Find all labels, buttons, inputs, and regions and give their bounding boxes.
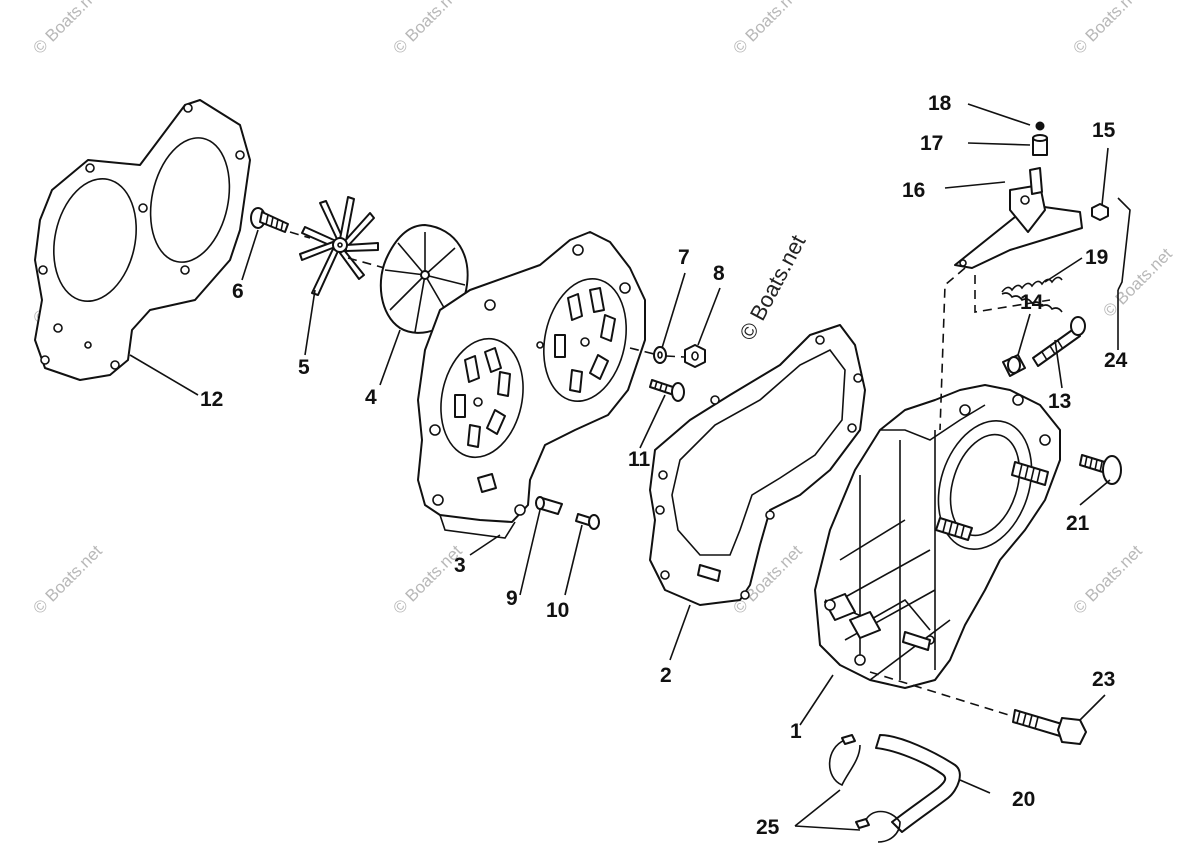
link-part-24 bbox=[1117, 197, 1131, 291]
bolt-part-23 bbox=[1012, 709, 1087, 745]
clamp-part-25 bbox=[828, 734, 901, 843]
copyright-label: © Boats.net bbox=[734, 231, 810, 345]
gasket-part-2 bbox=[649, 324, 866, 606]
cap-part-18 bbox=[1035, 121, 1045, 131]
callout-15: 15 bbox=[1092, 119, 1116, 142]
screw-part-13 bbox=[1032, 316, 1086, 367]
watermark: © Boats.net bbox=[29, 541, 106, 618]
callout-21: 21 bbox=[1066, 512, 1090, 535]
callout-10: 10 bbox=[546, 599, 569, 622]
callout-numbers: 1 2 3 4 5 6 7 8 9 10 11 12 13 14 15 16 1… bbox=[200, 92, 1128, 839]
callout-25: 25 bbox=[756, 816, 780, 839]
watermark: © Boats.net bbox=[29, 0, 106, 58]
callout-14: 14 bbox=[1020, 291, 1044, 314]
callout-1: 1 bbox=[790, 720, 802, 743]
nut-part-15 bbox=[1091, 203, 1109, 221]
callout-16: 16 bbox=[902, 179, 925, 202]
screw-part-6 bbox=[250, 207, 289, 233]
watermark: © Boats.net bbox=[389, 541, 466, 618]
screw-part-10 bbox=[575, 513, 600, 530]
nut-part-8 bbox=[684, 344, 706, 368]
washer-part-7 bbox=[653, 346, 667, 364]
callout-13: 13 bbox=[1048, 390, 1071, 413]
screw-part-21 bbox=[1079, 454, 1122, 485]
watermark: © Boats.net bbox=[389, 0, 466, 58]
impeller-part-5 bbox=[289, 196, 393, 296]
watermark: © Boats.net bbox=[1099, 244, 1176, 321]
pump-body-part-3 bbox=[417, 231, 646, 539]
screw-part-11 bbox=[649, 379, 685, 402]
callout-6: 6 bbox=[232, 280, 244, 303]
callout-20: 20 bbox=[1012, 788, 1035, 811]
callout-8: 8 bbox=[713, 262, 725, 285]
watermark: © Boats.net bbox=[729, 0, 806, 58]
callout-24: 24 bbox=[1104, 349, 1128, 372]
callout-11: 11 bbox=[628, 448, 651, 471]
watermark: © Boats.net bbox=[1069, 0, 1146, 58]
sleeve-part-9 bbox=[535, 496, 563, 515]
callout-5: 5 bbox=[298, 356, 310, 379]
callout-23: 23 bbox=[1092, 668, 1115, 691]
callout-9: 9 bbox=[506, 587, 518, 610]
callout-3: 3 bbox=[454, 554, 466, 577]
pin-part-17 bbox=[1032, 134, 1048, 156]
housing-part-1 bbox=[814, 384, 1061, 689]
leader-lines bbox=[129, 103, 1119, 831]
pump-chamber-vents bbox=[454, 287, 616, 448]
callout-4: 4 bbox=[365, 386, 377, 409]
callout-17: 17 bbox=[920, 132, 943, 155]
hose-part-20 bbox=[875, 734, 961, 833]
callout-12: 12 bbox=[200, 388, 223, 411]
callout-19: 19 bbox=[1085, 246, 1108, 269]
seat-part-14 bbox=[1002, 354, 1026, 377]
callout-7: 7 bbox=[678, 246, 690, 269]
watermark: © Boats.net bbox=[1069, 541, 1146, 618]
lever-part-16 bbox=[954, 167, 1083, 269]
callout-2: 2 bbox=[660, 664, 672, 687]
callout-18: 18 bbox=[928, 92, 952, 115]
gasket-part-12 bbox=[34, 99, 251, 381]
